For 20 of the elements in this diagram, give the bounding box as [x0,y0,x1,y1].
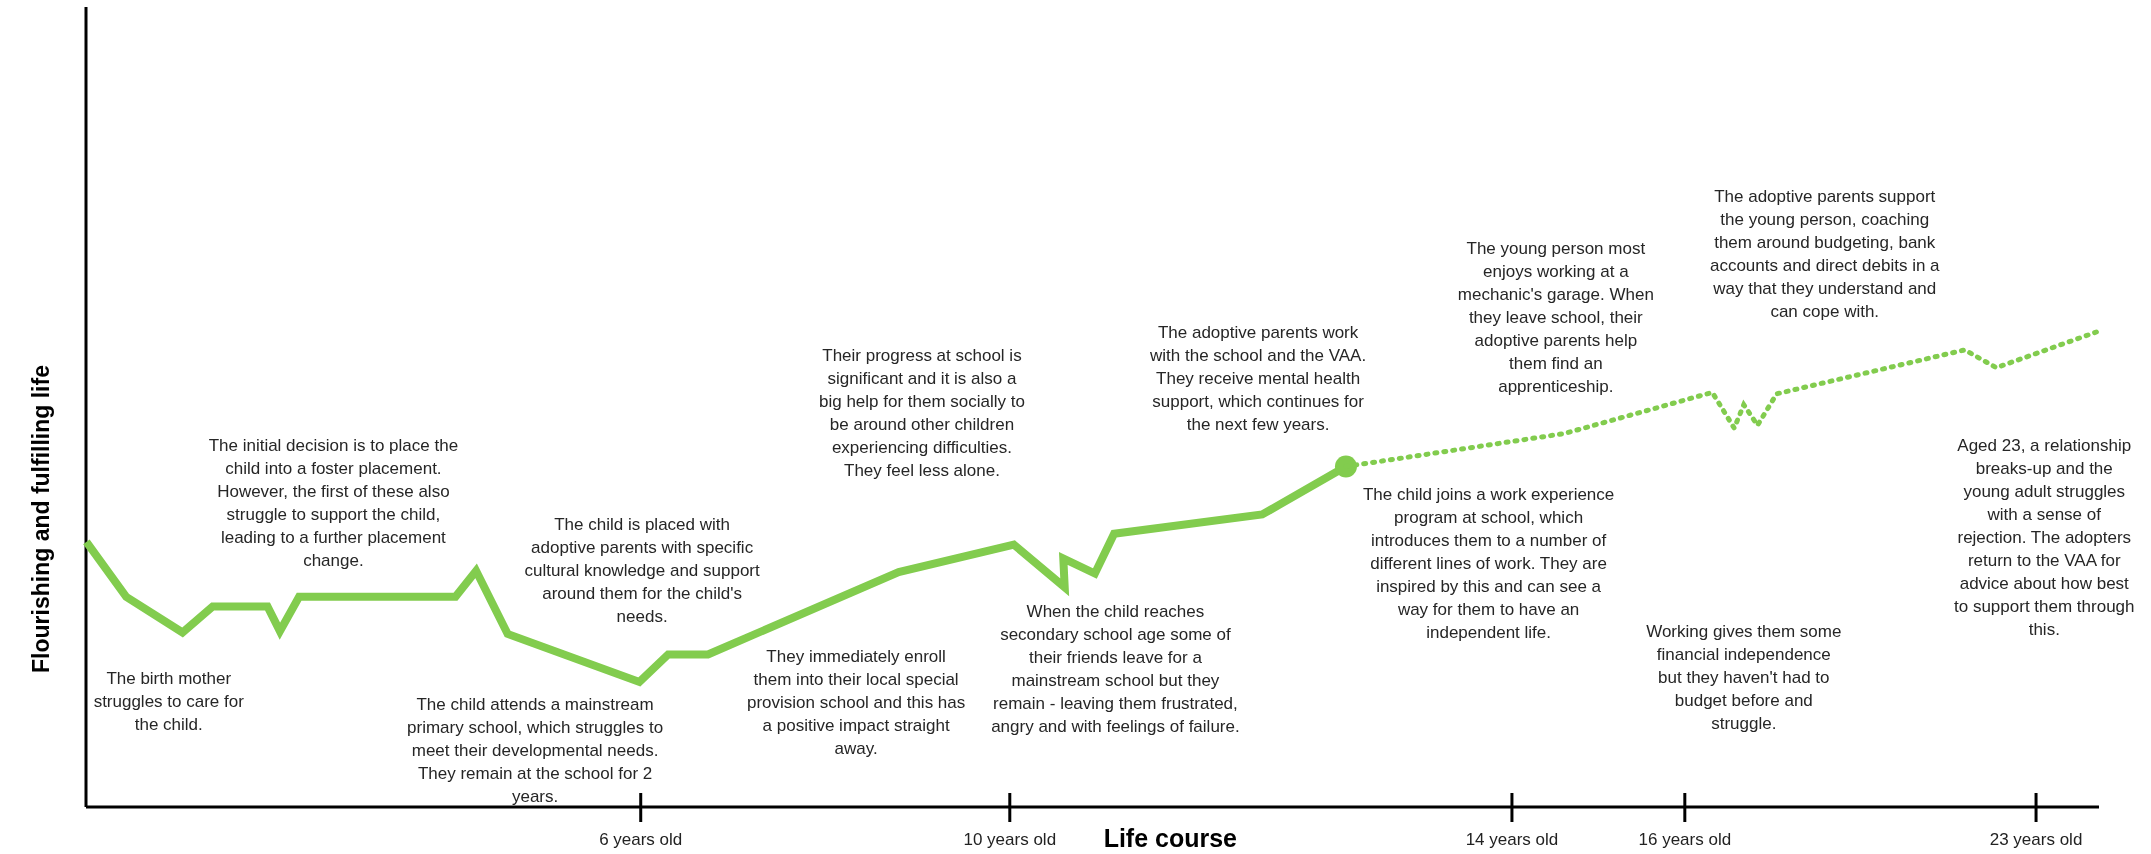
x-axis-title: Life course [1102,823,1238,854]
annotation-text: When the child reaches secondary school age some of their friends leave for a mainstream school but they remain - leaving them frustrated, angry and with feelings of failure. [990,600,1241,738]
tick-label: 6 years old [598,828,684,851]
y-axis-title: Flourishing and fulfilling life [28,364,55,676]
tick-label: 23 years old [1988,828,2084,851]
annotation-text: The adoptive parents support the young person, coaching them around budgeting, bank accounts and direct debits in a way that they understand and can cope with. [1709,186,1940,324]
tick-label: 16 years old [1637,828,1733,851]
annotation-text: The child attends a mainstream primary school, which struggles to meet their developmental needs. They remain at the school for 2 years. [406,693,665,808]
annotation-text: They immediately enroll them into their local special provision school and this has a positive impact straight away. [746,645,967,760]
annotation-text: The initial decision is to place the child into a foster placement. However, the first of these also struggle to support the child, leading to a further placement change. [207,434,460,572]
tick-label: 14 years old [1464,828,1560,851]
annotation-text: The child is placed with adoptive parents with specific cultural knowledge and support around them for the child's needs. [523,514,761,629]
annotation-text: Working gives them some financial independence but they haven't had to budget before and struggle. [1645,621,1843,736]
tick-label: 10 years old [962,828,1058,851]
annotation-text: The child joins a work experience program at school, which introduces them to a number of different lines of work. They are inspired by this and can see a way for them to have an independent life. [1361,483,1616,644]
annotation-text: Aged 23, a relationship breaks-up and the young adult struggles with a sense of rejection. The adopters return to the VAA for advice about how best to support them through this. [1953,434,2136,641]
annotation-text: The young person most enjoys working at a mechanic's garage. When they leave school, their adoptive parents help them find an apprenticeship. [1456,238,1655,399]
annotation-text: Their progress at school is significant and it is also a big help for them socially to be around other children experiencing difficulties. They feel less alone. [817,345,1026,483]
annotation-text: The adoptive parents work with the school and the VAA. They receive mental health support, which continues for the next few years. [1149,322,1368,437]
annotation-text: The birth mother struggles to care for the child. [92,667,245,736]
